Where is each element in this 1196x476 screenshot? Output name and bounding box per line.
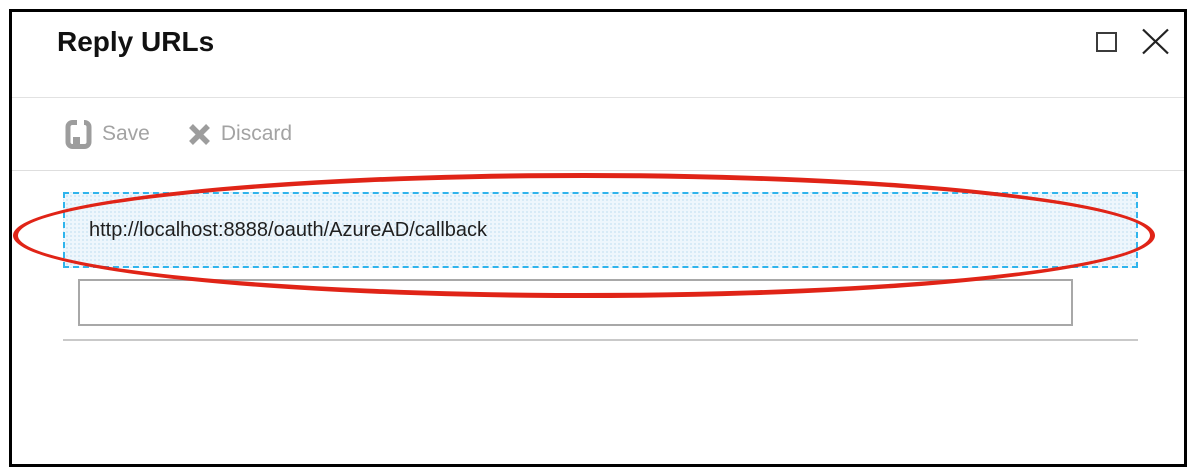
close-icon bbox=[1142, 28, 1169, 55]
command-toolbar: Save Discard bbox=[12, 98, 1184, 171]
reply-url-value[interactable]: http://localhost:8888/oauth/AzureAD/call… bbox=[89, 218, 488, 241]
x-icon bbox=[188, 123, 210, 145]
title-bar: Reply URLs bbox=[12, 12, 1184, 98]
reply-url-row-empty bbox=[63, 278, 1138, 327]
reply-url-list: http://localhost:8888/oauth/AzureAD/call… bbox=[12, 171, 1184, 341]
floppy-disk-icon bbox=[65, 119, 92, 149]
window-controls bbox=[1096, 28, 1170, 55]
maximize-button[interactable] bbox=[1096, 31, 1117, 52]
maximize-icon bbox=[1096, 31, 1117, 52]
reply-url-input[interactable] bbox=[78, 279, 1073, 326]
row-context-menu-button[interactable] bbox=[1079, 225, 1120, 252]
close-button[interactable] bbox=[1141, 28, 1170, 55]
row-context-menu-button[interactable] bbox=[1081, 297, 1122, 324]
page-title: Reply URLs bbox=[57, 26, 215, 57]
list-divider bbox=[63, 339, 1138, 341]
reply-url-row-selected[interactable]: http://localhost:8888/oauth/AzureAD/call… bbox=[63, 192, 1138, 268]
save-button[interactable]: Save bbox=[65, 119, 150, 149]
discard-button[interactable]: Discard bbox=[188, 122, 292, 146]
reply-urls-blade: Reply URLs Save Discard bbox=[9, 9, 1187, 467]
discard-button-label: Discard bbox=[220, 122, 293, 145]
save-button-label: Save bbox=[102, 122, 150, 145]
